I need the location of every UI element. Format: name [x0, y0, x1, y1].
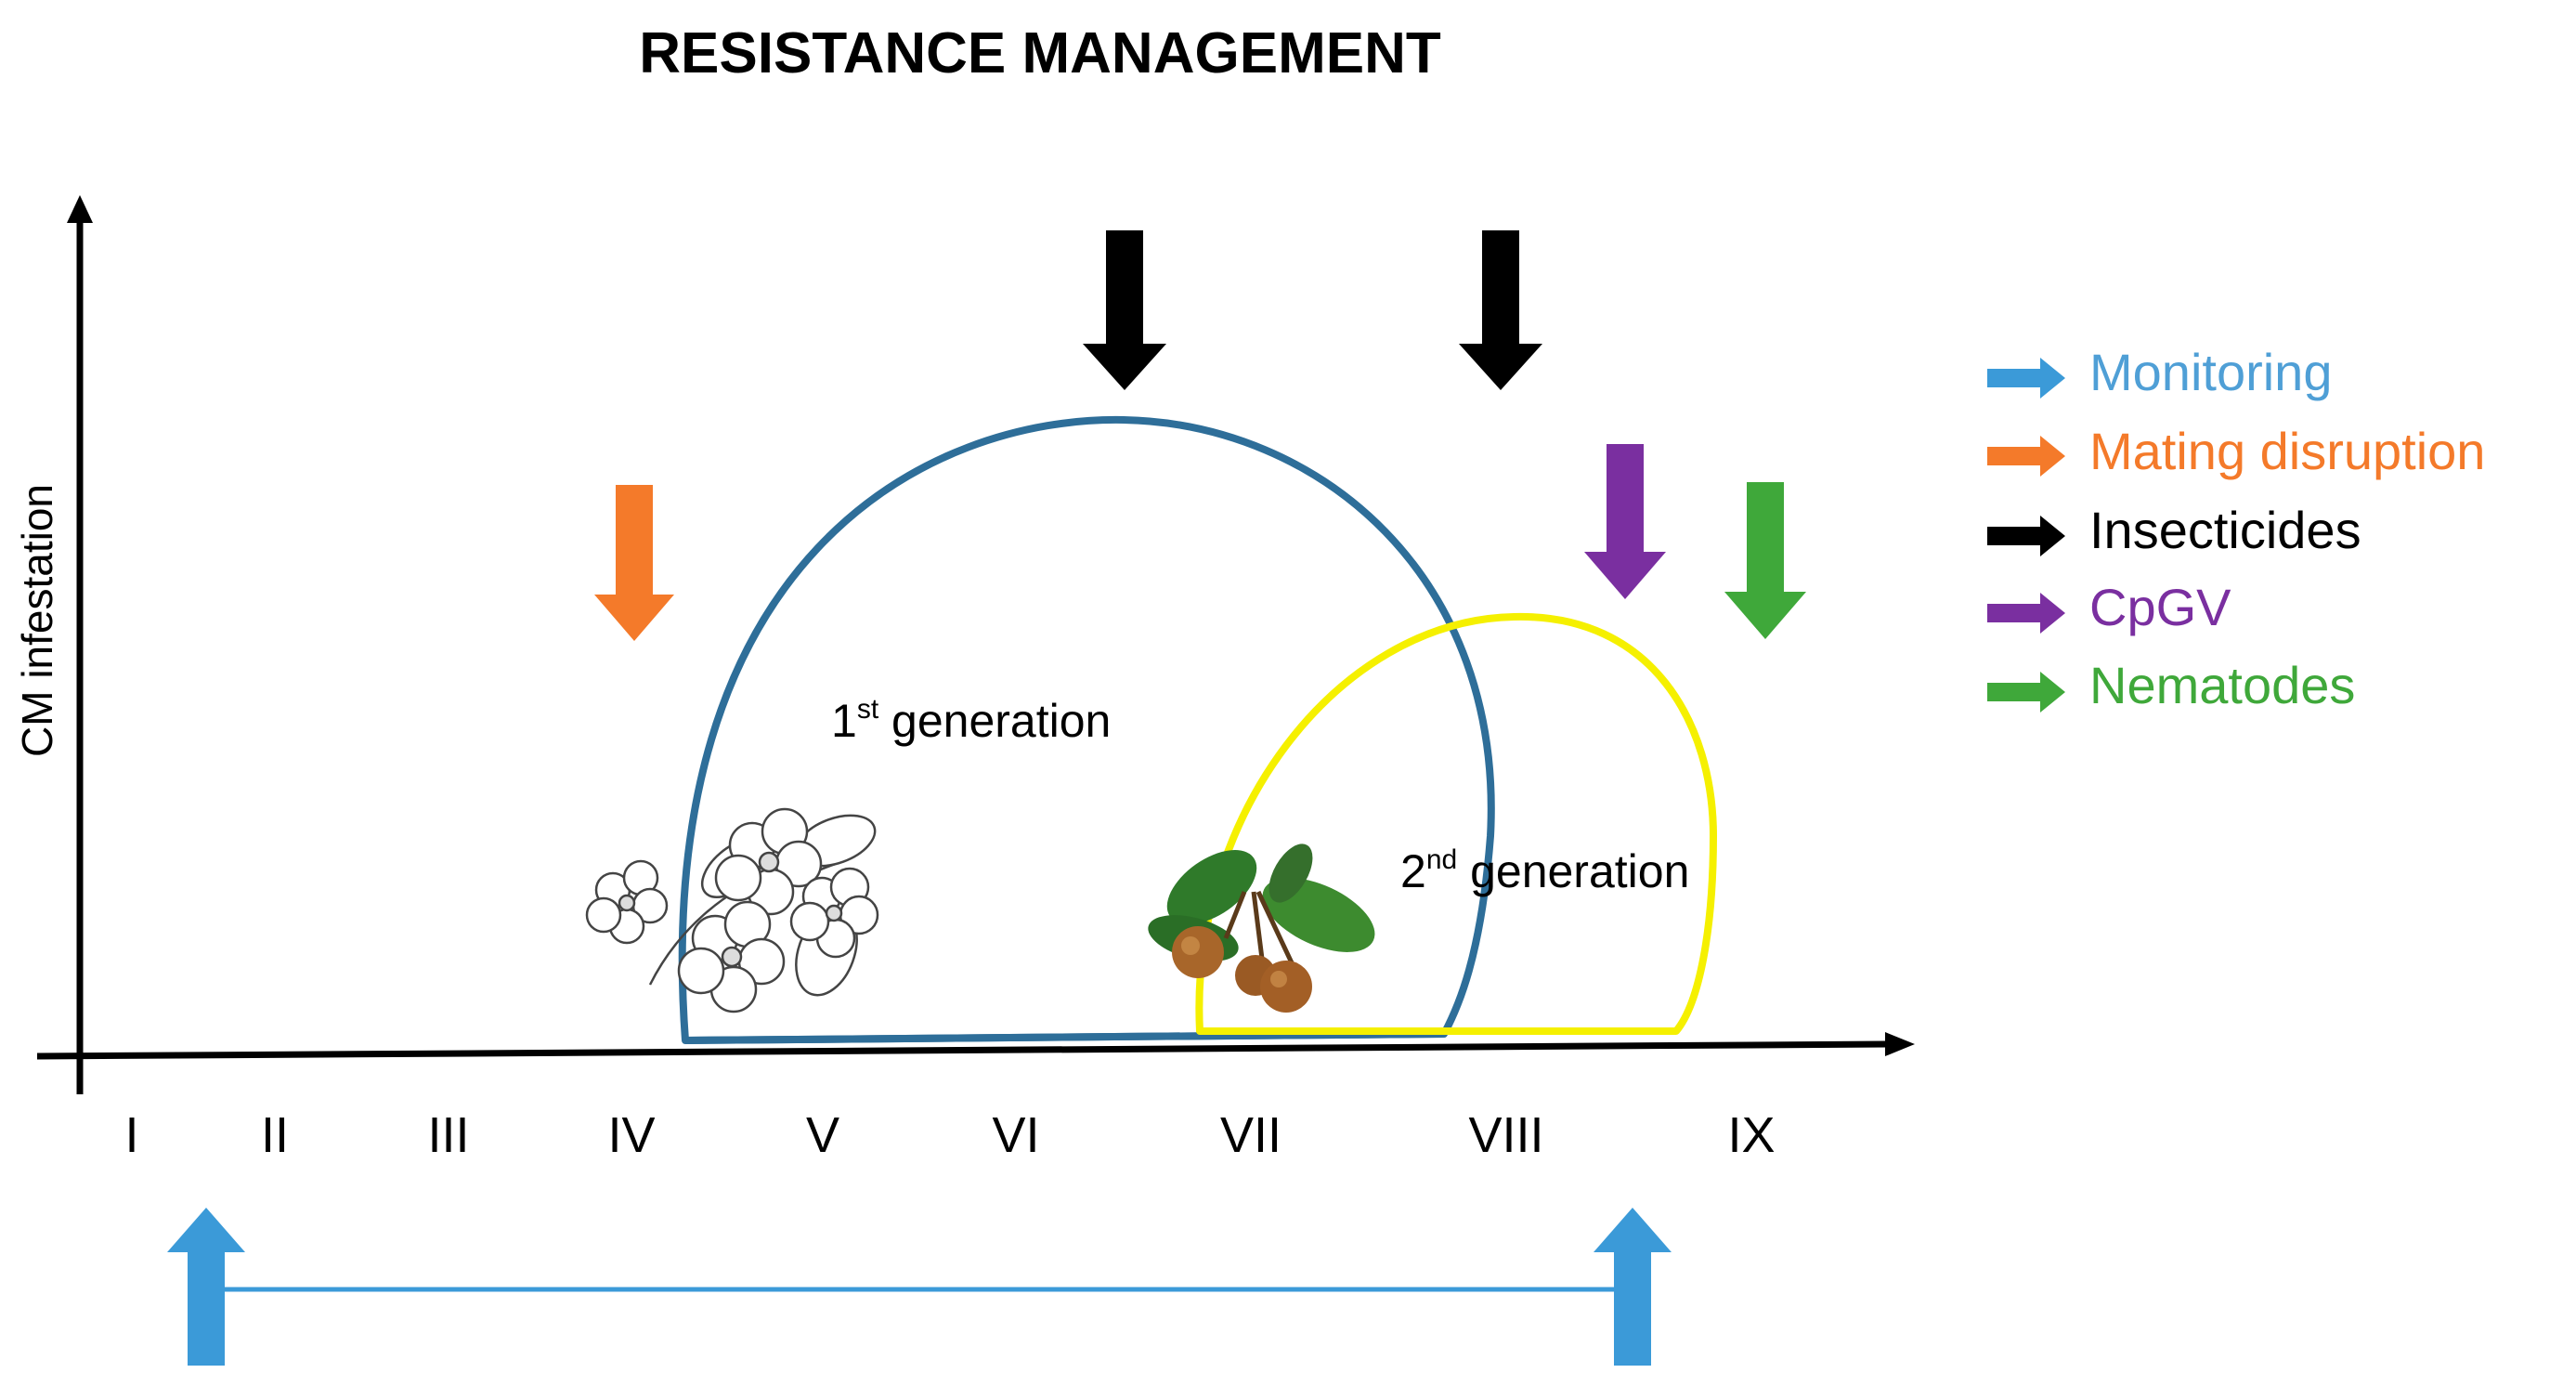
apple-fruit-icon — [1148, 843, 1375, 1013]
x-axis — [36, 1032, 1915, 1060]
month-labels: I II III IV V VI VII VIII IX — [124, 1107, 1775, 1163]
diagram-title: RESISTANCE MANAGEMENT — [639, 21, 1441, 85]
apple-blossom-icon — [585, 807, 879, 1013]
month-label: II — [261, 1107, 289, 1163]
second-generation-curve — [1195, 612, 1717, 1035]
cpgv-arrow-icon — [1584, 444, 1666, 599]
insecticide-arrow-icon — [1083, 230, 1166, 390]
legend-arrow-icon — [1987, 672, 2065, 713]
legend-label: Nematodes — [2089, 656, 2355, 714]
first-generation-curve — [678, 415, 1495, 1044]
month-label: IV — [607, 1107, 655, 1163]
legend-label: Mating disruption — [2089, 422, 2485, 480]
y-axis-label: CM infestation — [13, 484, 61, 757]
mating-disruption-arrow-icon — [594, 485, 674, 641]
legend-item-nematodes: Nematodes — [1987, 656, 2355, 714]
month-label: III — [427, 1107, 469, 1163]
legend-item-monitoring: Monitoring — [1987, 343, 2332, 401]
legend-label: CpGV — [2089, 578, 2231, 636]
legend: Monitoring Mating disruption Insecticide… — [1987, 343, 2485, 714]
y-axis — [67, 195, 93, 1094]
month-label: V — [806, 1107, 839, 1163]
month-label: IX — [1727, 1107, 1775, 1163]
month-label: VII — [1220, 1107, 1281, 1163]
legend-arrow-icon — [1987, 516, 2065, 556]
legend-label: Monitoring — [2089, 343, 2332, 401]
second-generation-label: 2nd generation — [1400, 844, 1689, 897]
monitoring-arrow-icon — [167, 1208, 245, 1366]
nematodes-arrow-icon — [1724, 482, 1806, 639]
first-generation-label: 1st generation — [831, 694, 1111, 747]
month-label: VI — [992, 1107, 1039, 1163]
monitoring-arrow-icon — [1594, 1208, 1672, 1366]
legend-arrow-icon — [1987, 358, 2065, 399]
insecticide-arrow-icon — [1459, 230, 1542, 390]
legend-arrow-icon — [1987, 436, 2065, 477]
month-label: VIII — [1468, 1107, 1543, 1163]
legend-label: Insecticides — [2089, 501, 2361, 559]
legend-arrow-icon — [1987, 593, 2065, 634]
legend-item-cpgv: CpGV — [1987, 578, 2231, 636]
legend-item-mating-disruption: Mating disruption — [1987, 422, 2485, 480]
legend-item-insecticides: Insecticides — [1987, 501, 2361, 559]
month-label: I — [124, 1107, 138, 1163]
